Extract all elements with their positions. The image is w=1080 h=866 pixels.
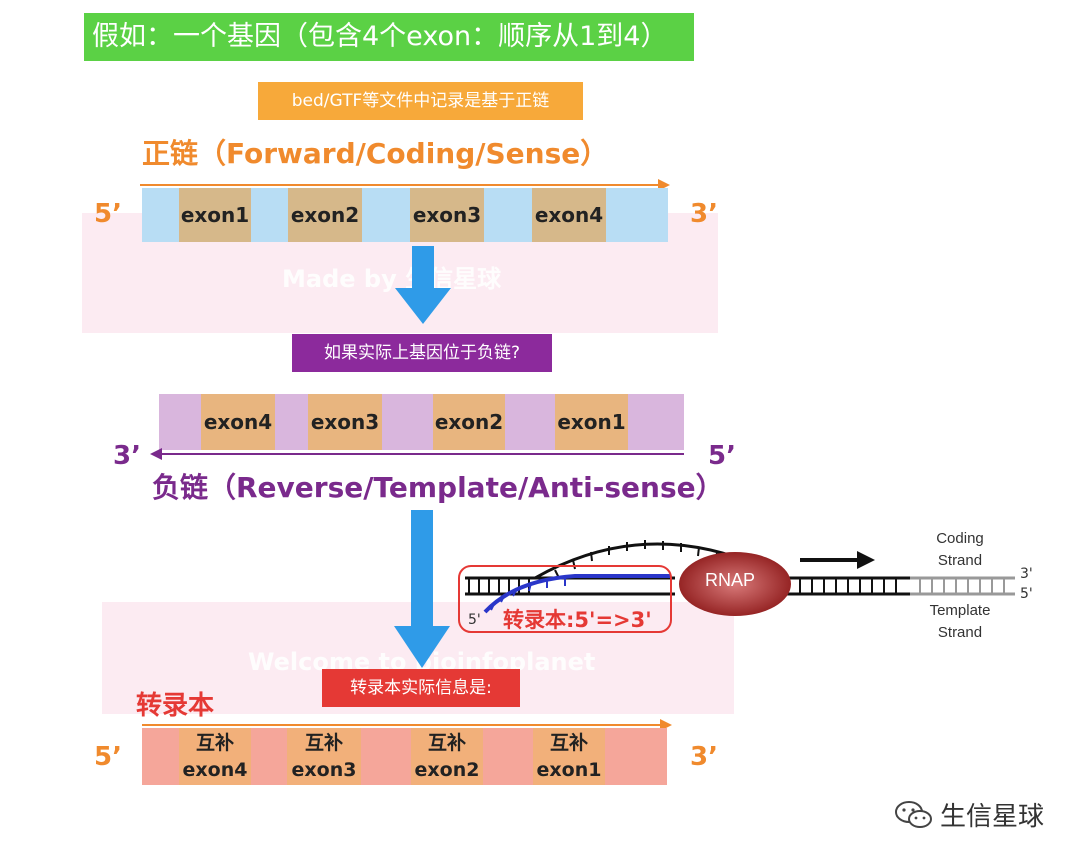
intron	[606, 188, 668, 242]
complement-prefix: 互补	[304, 731, 343, 754]
complement-prefix: 互补	[195, 731, 234, 754]
question-note: 如果实际上基因位于负链?	[292, 334, 552, 372]
reverse-3prime-label: 3’	[113, 441, 141, 471]
intron	[251, 728, 287, 785]
exon-block: exon1	[555, 394, 628, 450]
intron	[159, 394, 201, 450]
exon-block: exon4	[532, 188, 606, 242]
complement-prefix: 互补	[549, 731, 588, 754]
transcript-direction-label: 转录本:5'=>3'	[503, 608, 652, 632]
reverse-5prime-label: 5’	[708, 441, 736, 471]
exon-block: exon4	[201, 394, 275, 450]
diagram-5prime-label: 5'	[1020, 586, 1033, 602]
logo-text: 生信星球	[939, 802, 1044, 832]
reverse-strand: exon4 exon3 exon2 exon1	[159, 394, 684, 450]
forward-strand-label: 正链（Forward/Coding/Sense）	[142, 137, 609, 170]
exon-name: exon1	[536, 758, 602, 781]
rnap-label: RNAP	[705, 570, 756, 590]
reverse-direction-arrow	[150, 448, 684, 460]
down-arrow-icon	[394, 510, 450, 668]
exon-block: exon3	[410, 188, 484, 242]
wechat-icon	[894, 800, 932, 828]
exon-block: exon3	[308, 394, 382, 450]
forward-strand: exon1 exon2 exon3 exon4	[142, 188, 668, 242]
intron	[382, 394, 433, 450]
down-arrow-icon	[395, 246, 451, 324]
exon-name: exon4	[182, 758, 248, 781]
intron	[484, 188, 532, 242]
forward-3prime-label: 3’	[690, 199, 718, 229]
diagram-3prime-label: 3'	[1020, 566, 1033, 582]
complement-prefix: 互补	[427, 731, 466, 754]
exon-name: exon2	[414, 758, 480, 781]
forward-note: bed/GTF等文件中记录是基于正链	[258, 82, 583, 120]
transcription-diagram	[458, 540, 1015, 633]
transcript-label: 转录本	[136, 691, 215, 721]
intron	[628, 394, 684, 450]
exon-block: 互补 exon1	[533, 728, 605, 785]
transcript-3prime-label: 3’	[690, 742, 718, 772]
exon-block: 互补 exon4	[179, 728, 251, 785]
exon-block: exon1	[179, 188, 251, 242]
watermark-text-1: Made by 生信星球	[282, 265, 502, 293]
intron	[361, 728, 411, 785]
intron	[142, 728, 179, 785]
template-strand-label: Template Strand	[929, 602, 991, 641]
intron	[275, 394, 308, 450]
page-title: 假如：一个基因（包含4个exon：顺序从1到4）	[84, 13, 694, 61]
reverse-strand-label: 负链（Reverse/Template/Anti-sense）	[152, 471, 724, 504]
rnap-ellipse	[679, 552, 791, 616]
rna-5prime-label: 5'	[468, 612, 481, 628]
intron	[483, 728, 533, 785]
transcript-note: 转录本实际信息是:	[322, 669, 520, 707]
transcript-5prime-label: 5’	[94, 742, 122, 772]
exon-block: exon2	[288, 188, 362, 242]
intron	[251, 188, 288, 242]
intron	[142, 188, 179, 242]
intron	[605, 728, 667, 785]
exon-block: 互补 exon3	[287, 728, 361, 785]
logo: 生信星球	[894, 796, 1044, 833]
transcript-strand: 互补 exon4 互补 exon3 互补 exon2 互补 exon1	[142, 728, 667, 785]
forward-5prime-label: 5’	[94, 199, 122, 229]
coding-strand-label: Coding Strand	[936, 530, 984, 569]
exon-name: exon3	[291, 758, 357, 781]
intron	[505, 394, 555, 450]
intron	[362, 188, 410, 242]
exon-block: exon2	[433, 394, 505, 450]
exon-block: 互补 exon2	[411, 728, 483, 785]
